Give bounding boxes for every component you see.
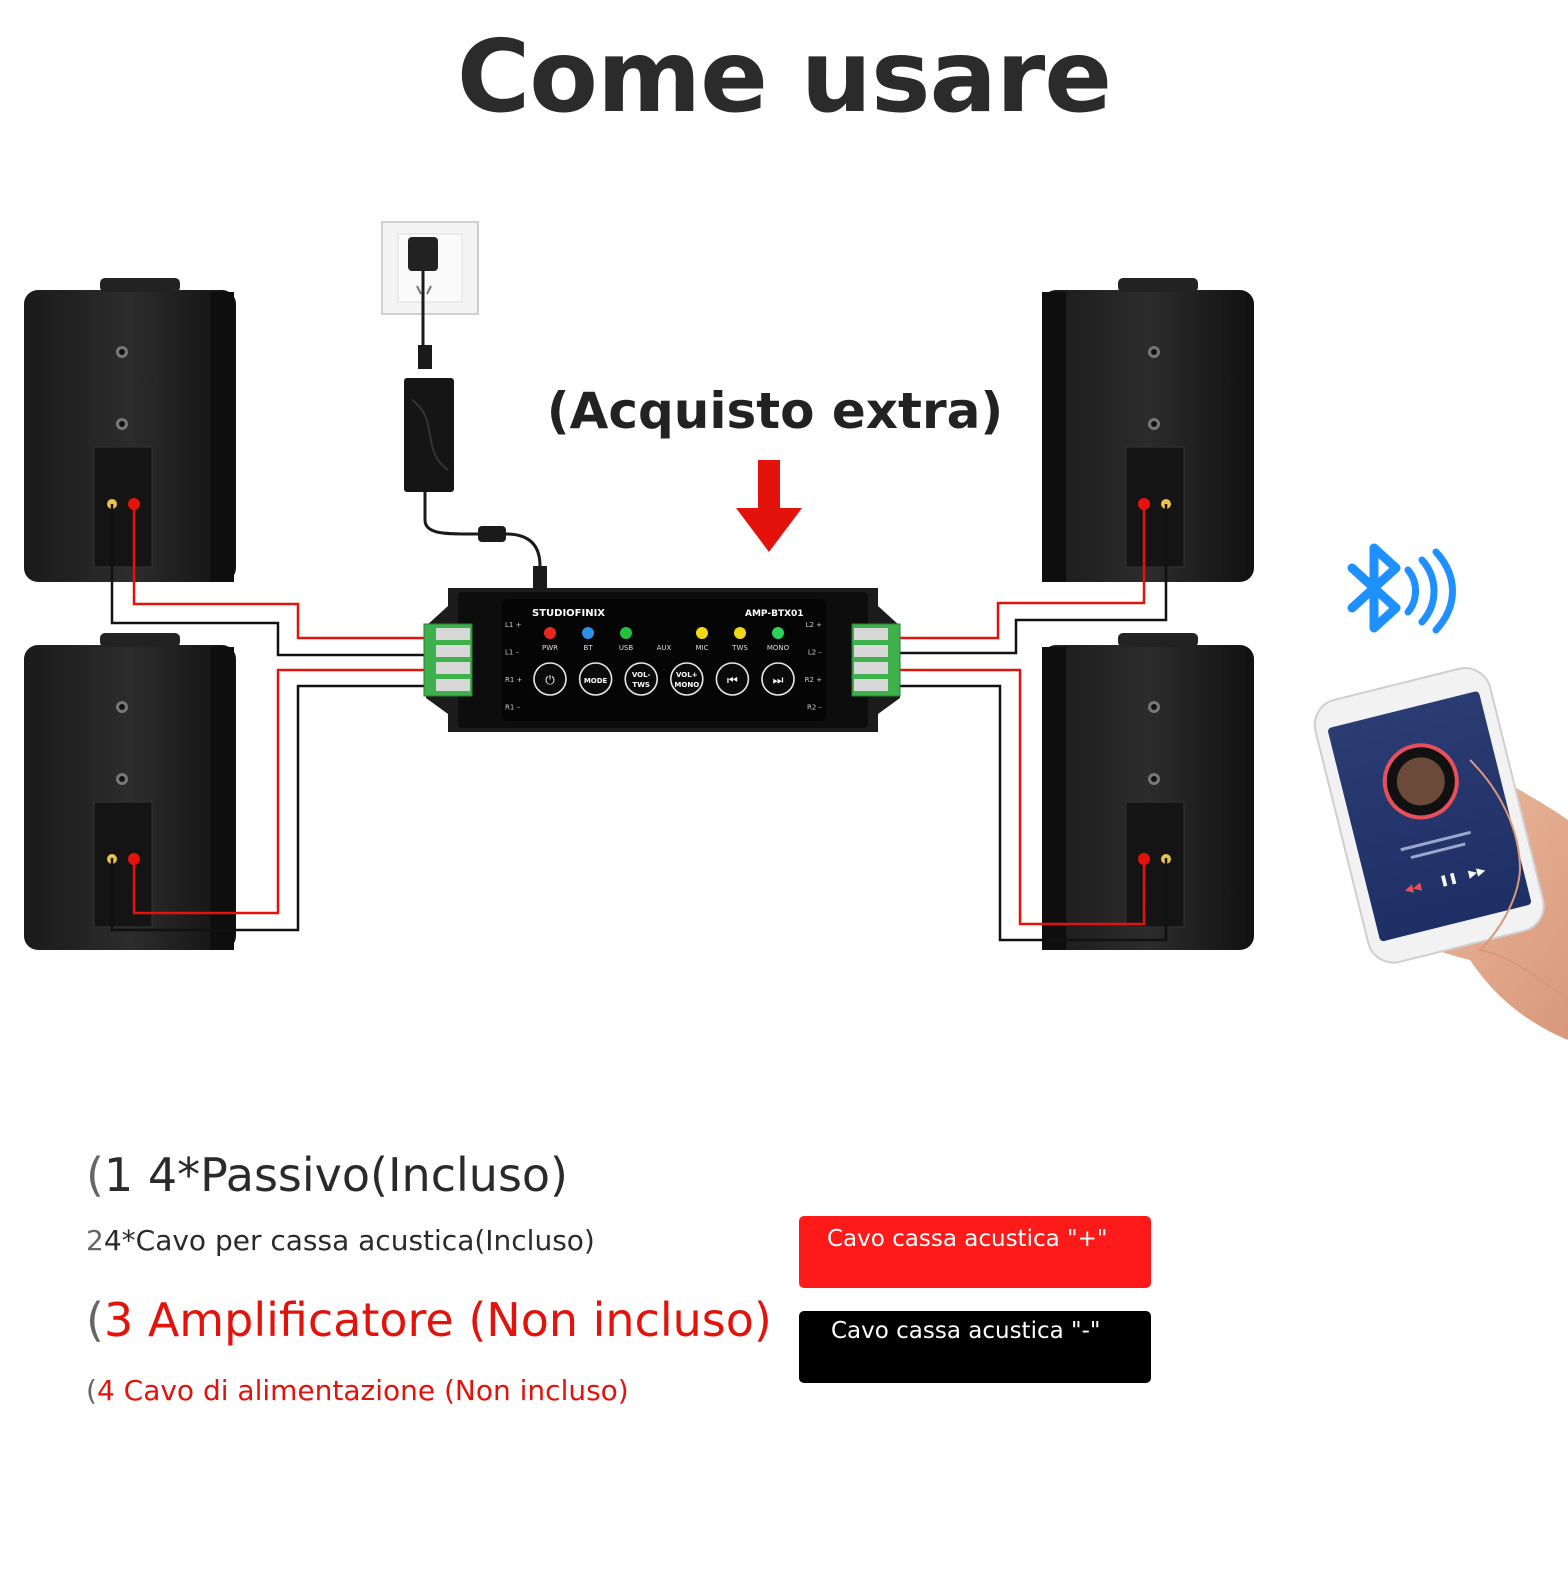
terminal-label-left: L1 + bbox=[505, 621, 522, 629]
led-pwr bbox=[544, 627, 556, 639]
terminal-label-right: L2 – bbox=[808, 649, 823, 657]
svg-text:❚❚: ❚❚ bbox=[1438, 871, 1459, 888]
legend-item-1: (1 4*Passivo(Incluso) bbox=[86, 1148, 568, 1202]
extra-purchase-label: (Acquisto extra) bbox=[546, 382, 1004, 440]
led-mic bbox=[696, 627, 708, 639]
terminal-block-left bbox=[423, 623, 473, 697]
wire-positive-bottom-left bbox=[132, 668, 440, 915]
led-mono bbox=[772, 627, 784, 639]
speaker-bottom-right bbox=[1042, 633, 1254, 950]
amp-button-5[interactable]: ⏮ bbox=[715, 662, 750, 696]
wire-key-negative: Cavo cassa acustica "-" bbox=[799, 1311, 1151, 1383]
amp-button-label: MODE bbox=[584, 677, 608, 685]
power-adapter bbox=[404, 270, 547, 588]
legend-mark-2: 2 bbox=[86, 1224, 104, 1257]
power-play-icon: ⏻ bbox=[545, 673, 555, 687]
down-arrow-icon bbox=[736, 460, 802, 552]
previous-track-icon: ⏮ bbox=[727, 673, 738, 687]
amp-button-1[interactable]: ⏻ bbox=[533, 662, 567, 696]
led-label-pwr: PWR bbox=[542, 644, 558, 652]
legend-text-3: 3 Amplificatore (Non incluso) bbox=[103, 1293, 772, 1347]
terminal-label-right: L2 + bbox=[806, 621, 823, 629]
wire-key-positive: Cavo cassa acustica "+" bbox=[799, 1216, 1151, 1288]
svg-text:◀◀: ◀◀ bbox=[1403, 879, 1423, 896]
wire-positive-top-right bbox=[890, 504, 1146, 640]
terminal-label-right: R2 + bbox=[805, 676, 823, 684]
speaker-top-left bbox=[24, 278, 236, 582]
led-bt bbox=[582, 627, 594, 639]
wire-negative-bottom-right bbox=[890, 684, 1168, 942]
hand-with-phone: ◀◀ ❚❚ ▶▶ bbox=[1313, 667, 1568, 1040]
amp-brand: STUDIOFINIX bbox=[532, 608, 605, 619]
legend-item-4: (4 Cavo di alimentazione (Non incluso) bbox=[86, 1374, 629, 1407]
amp-button-4[interactable]: VOL+ MONO bbox=[669, 662, 704, 696]
legend-text-4: 4 Cavo di alimentazione (Non incluso) bbox=[96, 1374, 629, 1407]
led-label-bt: BT bbox=[583, 644, 593, 652]
led-label-usb: USB bbox=[619, 644, 634, 652]
led-label-aux: AUX bbox=[657, 644, 672, 652]
terminal-label-left: R1 – bbox=[505, 704, 521, 712]
next-track-icon: ⏭ bbox=[773, 673, 784, 687]
led-label-mic: MIC bbox=[696, 644, 709, 652]
speaker-wires bbox=[110, 504, 1168, 942]
amp-button-6[interactable]: ⏭ bbox=[761, 662, 795, 696]
legend-text-2: 4*Cavo per cassa acustica(Incluso) bbox=[103, 1224, 595, 1257]
led-usb bbox=[620, 627, 632, 639]
amp-button-label: VOL+ bbox=[676, 671, 698, 679]
bluetooth-icon bbox=[1347, 543, 1456, 634]
legend-text-1: 1 4*Passivo(Incluso) bbox=[103, 1148, 568, 1202]
amp-model: AMP-BTX01 bbox=[745, 609, 804, 619]
legend-item-3: (3 Amplificatore (Non incluso) bbox=[86, 1293, 772, 1347]
legend-mark-3: ( bbox=[86, 1293, 104, 1347]
led-tws bbox=[734, 627, 746, 639]
svg-text:▶▶: ▶▶ bbox=[1467, 864, 1487, 881]
legend-mark-4: ( bbox=[86, 1374, 97, 1407]
amplifier: STUDIOFINIX AMP-BTX01 PWR BT USB AUX MIC TWS M… bbox=[423, 588, 901, 732]
terminal-label-left: L1 – bbox=[505, 649, 520, 657]
wire-positive-bottom-right bbox=[890, 668, 1146, 926]
wire-negative-top-right bbox=[890, 504, 1168, 655]
led-label-mono: MONO bbox=[767, 644, 790, 652]
terminal-block-right bbox=[851, 623, 901, 697]
wire-negative-top-left bbox=[110, 504, 440, 657]
legend-item-2: 24*Cavo per cassa acustica(Incluso) bbox=[86, 1224, 595, 1257]
page-title: Come usare bbox=[456, 18, 1112, 135]
amp-button-2[interactable]: MODE bbox=[578, 662, 613, 696]
amp-button-3[interactable]: VOL- TWS bbox=[624, 662, 659, 696]
amp-button-label: VOL- bbox=[632, 671, 651, 679]
wire-negative-bottom-left bbox=[110, 684, 440, 932]
wall-socket bbox=[381, 221, 479, 315]
speaker-top-right bbox=[1042, 278, 1254, 582]
amp-button-label: TWS bbox=[632, 681, 650, 689]
terminal-label-right: R2 – bbox=[807, 704, 823, 712]
wire-positive-top-left bbox=[132, 504, 440, 640]
amp-button-label: MONO bbox=[674, 681, 699, 689]
speaker-bottom-left bbox=[24, 633, 236, 950]
terminal-label-left: R1 + bbox=[505, 676, 523, 684]
led-label-tws: TWS bbox=[731, 644, 748, 652]
legend-mark-1: ( bbox=[86, 1148, 104, 1202]
